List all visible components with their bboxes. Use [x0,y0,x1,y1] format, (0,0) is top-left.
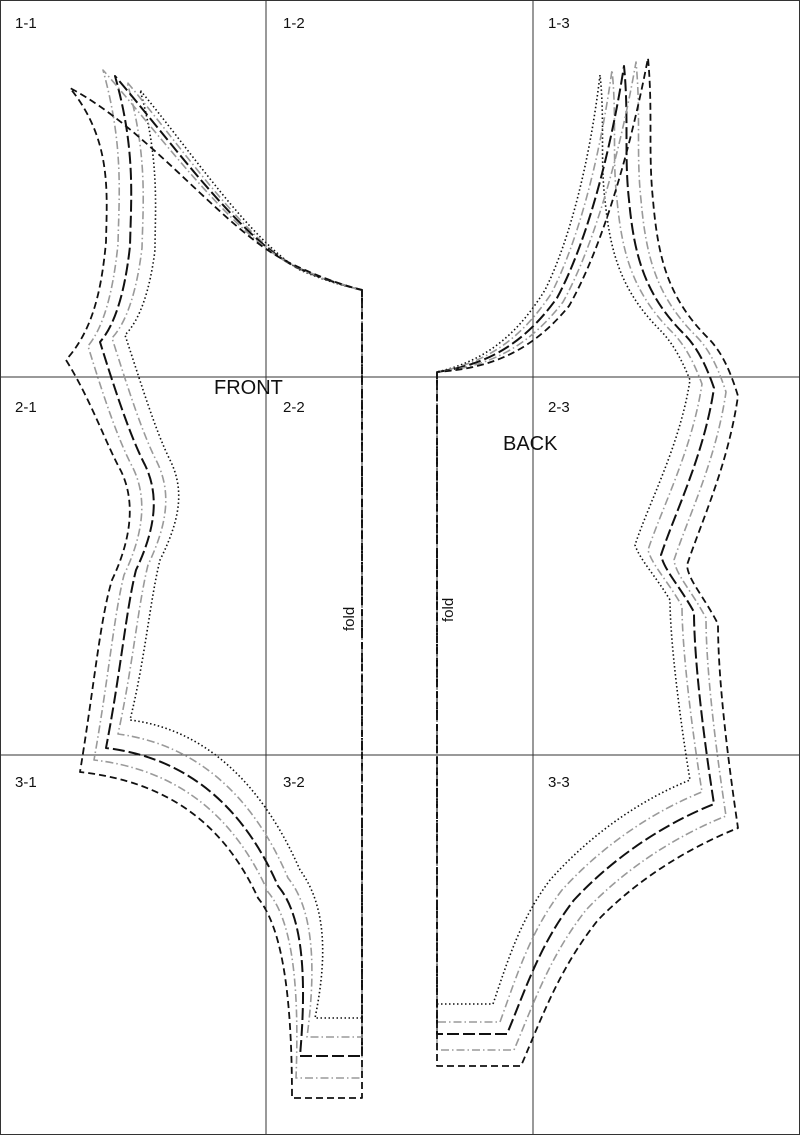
front-size-line-5 [65,87,363,1099]
back-size-line-2 [436,69,703,1023]
grid-cell-label-1-1: 1-1 [15,15,37,32]
back-pattern-piece [436,57,739,1067]
front-size-line-1 [124,89,363,1019]
front-pattern-piece [65,69,363,1099]
grid-cell-label-1-3: 1-3 [548,15,570,32]
back-size-line-5 [436,57,739,1067]
grid-cell-label-3-2: 3-2 [283,774,305,791]
grid-cell-label-2-1: 2-1 [15,399,37,416]
back-fold-label: fold [440,597,457,622]
grid-cell-label-2-3: 2-3 [548,399,570,416]
back-size-line-3 [436,65,715,1035]
back-piece-label: BACK [503,433,558,455]
back-size-line-4 [436,61,727,1051]
back-size-line-1 [436,74,691,1005]
front-size-line-3 [99,75,363,1057]
front-piece-label: FRONT [214,377,283,399]
grid-cell-label-1-2: 1-2 [283,15,305,32]
grid-cell-label-2-2: 2-2 [283,399,305,416]
front-fold-label: fold [341,606,358,631]
front-size-line-4 [87,69,363,1079]
front-size-line-2 [111,81,363,1038]
grid-cell-label-3-3: 3-3 [548,774,570,791]
grid-cell-label-3-1: 3-1 [15,774,37,791]
